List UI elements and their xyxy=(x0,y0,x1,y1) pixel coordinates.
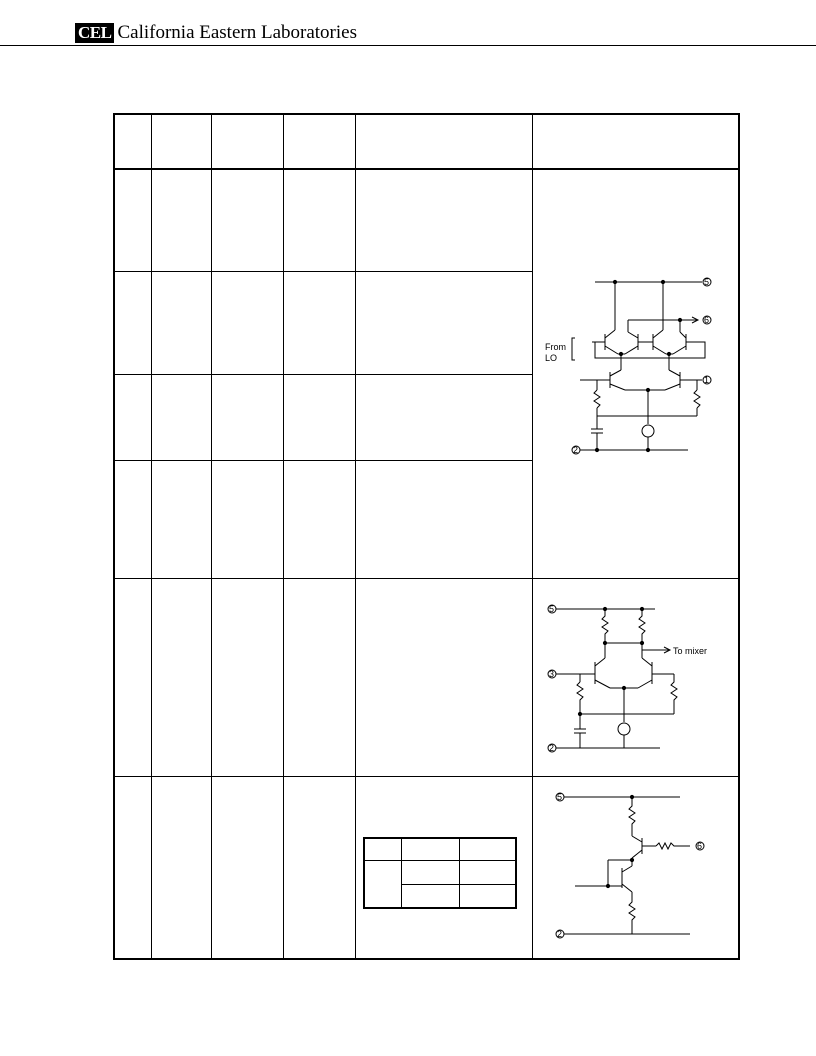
column-divider xyxy=(151,114,152,959)
row-divider xyxy=(114,776,739,777)
pin-function-table xyxy=(113,113,740,960)
row-divider xyxy=(114,578,739,579)
company-name: California Eastern Laboratories xyxy=(117,22,357,43)
column-divider xyxy=(355,114,356,959)
mini-table-divider xyxy=(364,860,516,861)
output-level-table xyxy=(363,837,517,909)
pin-6-label: 6 xyxy=(697,841,702,851)
column-divider xyxy=(211,114,212,959)
row-divider xyxy=(114,460,532,461)
header-rule xyxy=(0,45,816,46)
page-header: CEL California Eastern Laboratories xyxy=(75,22,357,44)
pin-5-label: 5 xyxy=(704,277,709,287)
if-output-circuit-diagram: 5 6 2 xyxy=(555,792,705,939)
pin-6-label: 6 xyxy=(704,315,709,325)
pin-2-label: 2 xyxy=(549,743,554,753)
row-divider xyxy=(114,374,532,375)
mini-table-divider xyxy=(459,838,460,908)
pin-5-label: 5 xyxy=(557,792,562,802)
pin-1-label: 1 xyxy=(704,375,709,385)
pin-5-label: 5 xyxy=(549,604,554,614)
pin-2-label: 2 xyxy=(573,445,578,455)
cel-logo: CEL xyxy=(75,23,115,43)
mixer-circuit-diagram: 5 6 1 2 From LO xyxy=(545,277,712,455)
pin-2-label: 2 xyxy=(557,929,562,939)
from-lo-label-2: LO xyxy=(545,353,557,363)
row-divider xyxy=(114,271,532,272)
mini-table-divider xyxy=(401,838,402,908)
column-divider xyxy=(283,114,284,959)
column-divider xyxy=(532,114,533,959)
from-lo-label: From xyxy=(545,342,566,352)
lo-buffer-circuit-diagram: 5 3 2 To mixer xyxy=(547,604,707,753)
header-row-divider xyxy=(114,168,739,170)
pin-3-label: 3 xyxy=(549,669,554,679)
to-mixer-label: To mixer xyxy=(673,646,707,656)
